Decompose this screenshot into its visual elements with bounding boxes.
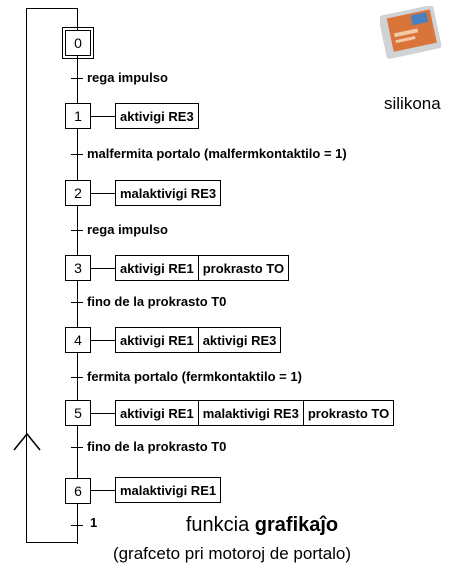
loop-left-line [26, 8, 27, 543]
step-6: 6 [65, 478, 91, 504]
transition-bar [71, 377, 83, 378]
action-block: malaktivigi RE1 [115, 477, 222, 503]
transition-bar [71, 78, 83, 79]
action-item: prokrasto TO [197, 256, 288, 280]
action-item: aktivigi RE1 [120, 405, 194, 421]
action-connector [91, 193, 115, 194]
transition-label: fino de la prokrasto T0 [87, 294, 227, 309]
action-block: aktivigi RE3 [115, 103, 199, 129]
transition-label: malfermita portalo (malfermkontaktilo = … [87, 146, 347, 161]
step-1: 1 [65, 103, 91, 129]
caption-subtitle: (grafceto pri motoroj de portalo) [112, 544, 352, 563]
step-number: 2 [74, 185, 82, 201]
action-connector [91, 340, 115, 341]
transition-label: rega impulso [87, 70, 168, 85]
transition-label: fino de la prokrasto T0 [87, 439, 227, 454]
transition-bar [71, 230, 83, 231]
action-item: aktivigi RE1 [120, 260, 194, 276]
action-connector [91, 490, 115, 491]
transition-bar [71, 302, 83, 303]
transition-bar [71, 154, 83, 155]
action-item: malaktivigi RE3 [197, 401, 303, 425]
caption-bold: grafikaĵo [254, 514, 339, 536]
step-number: 5 [74, 405, 82, 421]
action-connector [91, 116, 115, 117]
step-number: 3 [74, 260, 82, 276]
action-item: aktivigi RE1 [120, 332, 194, 348]
action-item: aktivigi RE3 [197, 328, 281, 352]
transition-label: 1 [90, 515, 98, 530]
transition-bar [71, 447, 83, 448]
action-item: aktivigi RE3 [120, 108, 194, 124]
step-number: 4 [74, 332, 82, 348]
step-number: 0 [74, 35, 82, 51]
caption-title: funkcia grafikaĵo [30, 514, 464, 537]
action-block: malaktivigi RE3 [115, 180, 222, 206]
step-0: 0 [62, 27, 94, 59]
transition-bar [71, 525, 83, 526]
step-3: 3 [65, 255, 91, 281]
product-photo [378, 5, 442, 62]
action-block: aktivigi RE1 malaktivigi RE3 prokrasto T… [115, 400, 395, 426]
action-block: aktivigi RE1 prokrasto TO [115, 255, 290, 281]
action-item: prokrasto TO [302, 401, 393, 425]
action-connector [91, 413, 115, 414]
loop-top-line [26, 8, 78, 9]
loop-bottom-line [26, 542, 78, 543]
loop-arrow-icon [13, 432, 41, 451]
action-block: aktivigi RE1 aktivigi RE3 [115, 327, 282, 353]
step-2: 2 [65, 180, 91, 206]
action-connector [91, 268, 115, 269]
transition-label: rega impulso [87, 222, 168, 237]
action-item: malaktivigi RE1 [120, 482, 217, 498]
step-5: 5 [65, 400, 91, 426]
step-number: 6 [74, 483, 82, 499]
transition-label: fermita portalo (fermkontaktilo = 1) [87, 369, 302, 384]
step-4: 4 [65, 327, 91, 353]
step-number: 1 [74, 108, 82, 124]
caption-prefix: funkcia [185, 514, 255, 536]
side-image-label: silikona [384, 94, 441, 113]
action-item: malaktivigi RE3 [120, 185, 217, 201]
